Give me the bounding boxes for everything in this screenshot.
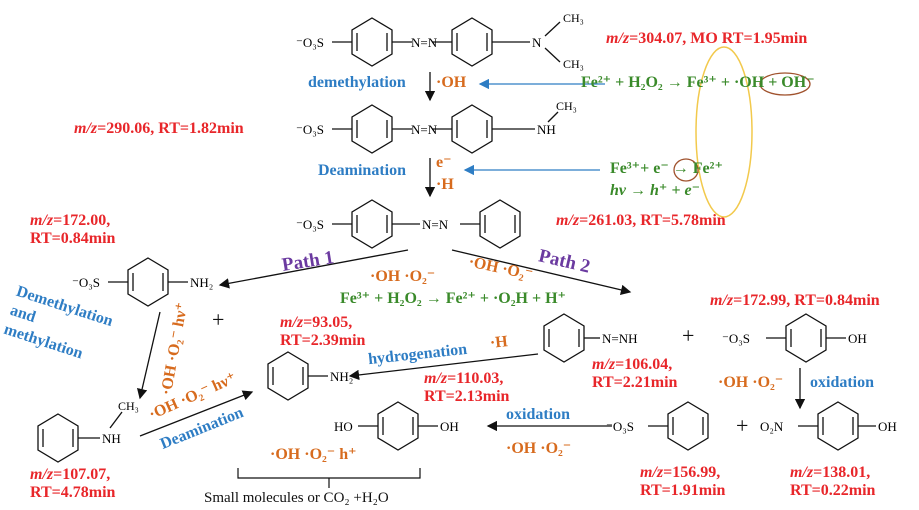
small-molecules-label: Small molecules or CO₂ +H₂O — [204, 490, 389, 506]
c172b-structure — [766, 313, 846, 363]
c138-o2n: O₂N — [760, 419, 784, 434]
plus-right-bottom: + — [736, 413, 749, 438]
label-mo: m/z=304.07, MO RT=1.95min — [606, 30, 808, 47]
rad-e1: e⁻ — [436, 154, 452, 171]
oxid-radicals: ·OH ·O₂⁻ — [718, 374, 784, 391]
c290-ch3: CH₃ — [556, 99, 577, 113]
label-c110: m/z=110.03,RT=2.13min — [424, 370, 510, 405]
mo-so3: ⁻O₃S — [296, 35, 324, 50]
step-deamination: Deamination — [318, 162, 406, 179]
c172a-so3: ⁻O₃S — [72, 275, 100, 290]
mo-nn: N=N — [411, 35, 438, 50]
hydro-h: ·H — [489, 333, 509, 352]
rad-h1: ·H — [436, 176, 454, 193]
bottom-brace — [237, 468, 421, 488]
c172b-oh: OH — [848, 331, 867, 346]
label-c261: m/z=261.03, RT=5.78min — [556, 212, 726, 229]
fenton-arrows — [463, 78, 605, 176]
step-demethylation: demethylation — [308, 74, 406, 91]
methyl-orange-structure — [332, 17, 561, 67]
plus-left: + — [212, 307, 225, 332]
step-oxidation-a: oxidation — [506, 406, 571, 423]
hq-ho: HO — [334, 419, 353, 434]
c290-so3: ⁻O₃S — [296, 122, 324, 137]
rad-oh1: ·OH — [436, 74, 467, 91]
fenton-2: Fe³⁺+ e⁻ → Fe²⁺ — [610, 160, 723, 177]
c138-oh: OH — [878, 419, 897, 434]
c107-nh: NH — [102, 431, 121, 446]
label-c107: m/z=107.07,RT=4.78min — [30, 466, 116, 501]
c107-ch3: CH₃ — [118, 399, 139, 413]
bottom-radicals: ·OH ·O₂⁻ h⁺ — [270, 446, 357, 463]
highlight-ellipse — [695, 46, 753, 218]
c156-so3: ⁻O₃S — [606, 419, 634, 434]
label-c172a: m/z=172.00,RT=0.84min — [30, 212, 116, 247]
label-c172b: m/z=172.99, RT=0.84min — [710, 292, 880, 309]
mo-ch3-bot: CH₃ — [563, 57, 584, 71]
label-c106: m/z=106.04,RT=2.21min — [592, 356, 678, 391]
fenton-1: Fe²⁺ + H₂O₂ → Fe³⁺ + ·OH + OH⁻ — [581, 74, 815, 91]
label-c93: m/z=93.05,RT=2.39min — [280, 314, 366, 349]
c261-so3: ⁻O₃S — [296, 217, 324, 232]
mo-n: N — [532, 35, 542, 50]
mo-ch3-top: CH₃ — [563, 11, 584, 25]
step-oxidation-b: oxidation — [810, 374, 875, 391]
label-c290: m/z=290.06, RT=1.82min — [74, 120, 244, 137]
plus-right-top: + — [682, 323, 695, 348]
c261-structure — [332, 199, 521, 249]
e-circle — [673, 158, 699, 182]
fenton-3: Fe³⁺ + H₂O₂ → Fe²⁺ + ·O₂H + H⁺ — [340, 290, 566, 307]
label-c156: m/z=156.99,RT=1.91min — [640, 464, 726, 499]
photo-reaction: hν → h⁺ + e⁻ — [610, 182, 701, 199]
c106-nnh: N=NH — [602, 331, 638, 346]
c138-structure — [798, 401, 876, 451]
c172a-nh2: NH₂ — [190, 275, 213, 290]
aniline-structure — [267, 351, 328, 401]
c290-structure — [332, 104, 559, 154]
hydroquinone-structure — [358, 401, 438, 451]
path1-radicals: ·OH ·O₂⁻ — [370, 268, 436, 285]
c107-structure — [37, 411, 123, 463]
c261-nn: N=N — [422, 217, 449, 232]
c172a-structure — [108, 257, 188, 307]
c106-structure — [543, 313, 600, 363]
mid-radicals: ·OH ·O₂⁻ — [506, 440, 572, 457]
label-c138: m/z=138.01,RT=0.22min — [790, 464, 876, 499]
c156-structure — [648, 401, 709, 451]
c290-nh: NH — [537, 122, 556, 137]
c172b-so3: ⁻O₃S — [722, 331, 750, 346]
c290-nn: N=N — [411, 122, 438, 137]
pathway-arrows — [136, 72, 806, 437]
aniline-nh2: NH₂ — [330, 369, 353, 384]
oh-circle — [759, 72, 811, 96]
hq-oh: OH — [440, 419, 459, 434]
